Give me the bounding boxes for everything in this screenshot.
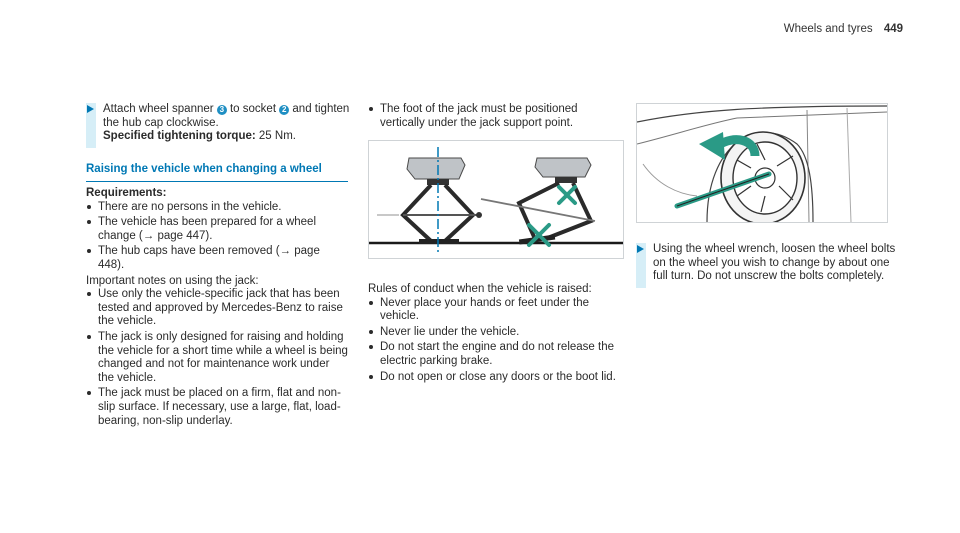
- step-arrow-icon: [637, 245, 644, 253]
- step-attach-spanner: Attach wheel spanner 3 to socket 2 and t…: [86, 103, 365, 148]
- notes-intro: Important notes on using the jack:: [86, 274, 259, 287]
- rules-list: Never place your hands or feet under the…: [368, 297, 624, 385]
- jack-diagram-icon: [369, 147, 623, 253]
- page-number: 449: [883, 23, 903, 35]
- requirements-label: Requirements:: [86, 187, 167, 199]
- callout-3: 3: [216, 105, 227, 115]
- jack-illustration: [368, 140, 624, 259]
- list-item: There are no persons in the vehicle.: [86, 201, 348, 215]
- rules-block: Rules of conduct when the vehicle is rai…: [368, 283, 624, 386]
- step-loosen-bolts: Using the wheel wrench, loosen the wheel…: [636, 243, 903, 288]
- section-name: Wheels and tyres: [783, 23, 873, 35]
- torque-spec: Specified tightening torque: 25 Nm.: [103, 130, 296, 143]
- list-item: Do not open or close any doors or the bo…: [368, 371, 624, 385]
- list-item: The vehicle has been prepared for a whee…: [86, 216, 348, 243]
- list-item: The jack is only designed for raising an…: [86, 331, 348, 385]
- list-item: The jack must be placed on a firm, flat …: [86, 387, 348, 428]
- requirements-block: Requirements: There are no persons in th…: [86, 187, 348, 430]
- step-text: Using the wheel wrench, loosen the wheel…: [653, 243, 896, 283]
- callout-2: 2: [279, 105, 290, 115]
- list-item: Never lie under the vehicle.: [368, 326, 624, 340]
- requirements-list: There are no persons in the vehicle. The…: [86, 201, 348, 273]
- wheel-wrench-diagram-icon: [637, 105, 887, 222]
- list-item: The foot of the jack must be positioned …: [368, 103, 624, 130]
- section-title: Raising the vehicle when changing a whee…: [86, 163, 348, 182]
- step-bar: [86, 103, 96, 148]
- step-arrow-icon: [87, 105, 94, 113]
- list-item: Do not start the engine and do not relea…: [368, 341, 624, 368]
- list-item: Never place your hands or feet under the…: [368, 297, 624, 324]
- list-item: The hub caps have been removed (→ page 4…: [86, 245, 348, 272]
- page-header: Wheels and tyres 449: [784, 23, 903, 37]
- rules-intro: Rules of conduct when the vehicle is rai…: [368, 283, 592, 295]
- wheel-wrench-illustration: [636, 103, 888, 223]
- step-bar: [636, 243, 646, 288]
- jack-foot-list: The foot of the jack must be positioned …: [368, 103, 624, 132]
- notes-list: Use only the vehicle-specific jack that …: [86, 288, 348, 428]
- step-text: Attach wheel spanner 3 to socket 2 and t…: [103, 103, 350, 129]
- list-item: Use only the vehicle-specific jack that …: [86, 288, 348, 329]
